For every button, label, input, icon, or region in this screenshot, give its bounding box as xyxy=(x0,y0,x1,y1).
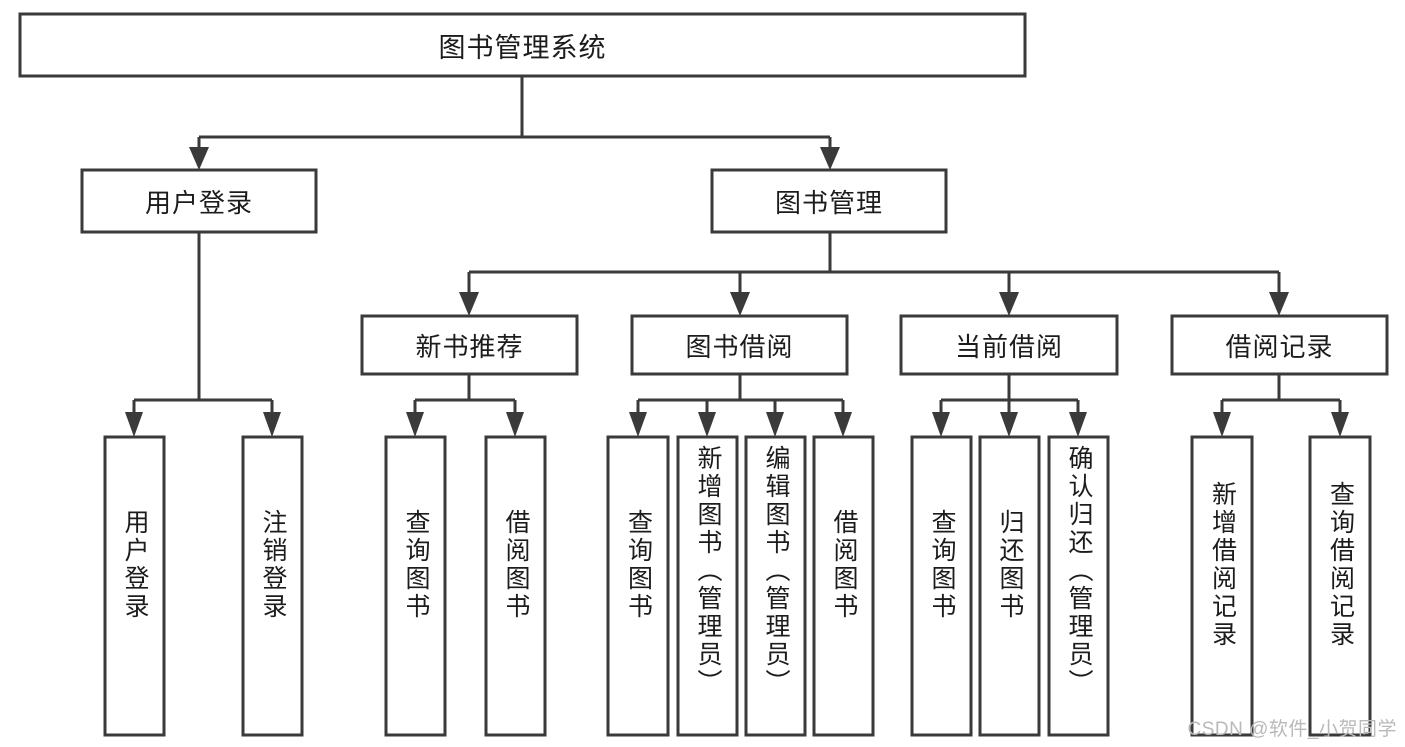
node-box-leaf-query-book-3[interactable] xyxy=(910,435,973,737)
node-box-leaf-return-book[interactable] xyxy=(978,435,1041,737)
node-box-book-borrow[interactable] xyxy=(630,314,849,376)
arrow-head-book-borrow xyxy=(730,292,750,316)
arrow-head-user-login xyxy=(189,147,209,170)
node-box-leaf-query-book-1[interactable] xyxy=(384,435,447,737)
arrow-head-new-book-rec xyxy=(459,292,479,316)
csdn-watermark: CSDN @软件_小贺同学 xyxy=(1187,719,1397,740)
node-box-leaf-borrow-book-1[interactable] xyxy=(484,435,547,737)
node-box-new-book-rec[interactable] xyxy=(360,314,579,376)
node-box-root[interactable] xyxy=(18,12,1027,78)
node-box-leaf-add-record[interactable] xyxy=(1190,435,1254,737)
arrow-head-book-manage xyxy=(820,147,840,170)
arrow-head-leaf-query-record xyxy=(1331,412,1349,437)
connectors-new-book-rec-leaves xyxy=(406,374,524,437)
arrow-head-leaf-return-book xyxy=(1000,412,1018,437)
node-box-leaf-query-record[interactable] xyxy=(1308,435,1372,737)
connectors-user-login-leaves xyxy=(125,232,281,437)
node-box-leaf-logout[interactable] xyxy=(241,435,304,737)
connectors-book-borrow-leaves xyxy=(629,374,852,437)
arrow-head-leaf-add-book xyxy=(698,412,716,437)
arrow-head-leaf-borrow-book-2 xyxy=(834,412,852,437)
arrow-head-leaf-edit-book xyxy=(766,412,784,437)
arrow-head-leaf-query-book-2 xyxy=(629,412,647,437)
connectors-root-level2 xyxy=(189,77,840,170)
connectors-book-manage-level3 xyxy=(459,232,1289,316)
arrow-head-leaf-borrow-book-1 xyxy=(506,412,524,437)
arrow-head-borrow-record xyxy=(1269,292,1289,316)
arrow-head-leaf-confirm-return xyxy=(1069,412,1087,437)
node-box-leaf-query-book-2[interactable] xyxy=(606,435,670,737)
node-box-user-login[interactable] xyxy=(80,168,318,234)
arrow-head-leaf-logout xyxy=(263,412,281,437)
node-box-book-manage[interactable] xyxy=(710,168,948,234)
node-box-leaf-user-login[interactable] xyxy=(103,435,166,737)
connectors-current-borrow-leaves xyxy=(932,374,1087,437)
node-box-borrow-record[interactable] xyxy=(1170,314,1389,376)
arrow-head-leaf-add-record xyxy=(1213,412,1231,437)
arrow-head-leaf-query-book-3 xyxy=(932,412,950,437)
arrow-head-current-borrow xyxy=(999,292,1019,316)
node-box-leaf-borrow-book-2[interactable] xyxy=(812,435,875,737)
node-box-leaf-confirm-return[interactable] xyxy=(1047,435,1110,737)
arrow-head-leaf-query-book-1 xyxy=(406,412,424,437)
connectors-borrow-record-leaves xyxy=(1213,374,1349,437)
node-box-leaf-add-book[interactable] xyxy=(676,435,739,737)
node-box-current-borrow[interactable] xyxy=(899,314,1119,376)
arrow-head-leaf-user-login xyxy=(125,412,143,437)
node-box-leaf-edit-book[interactable] xyxy=(744,435,807,737)
